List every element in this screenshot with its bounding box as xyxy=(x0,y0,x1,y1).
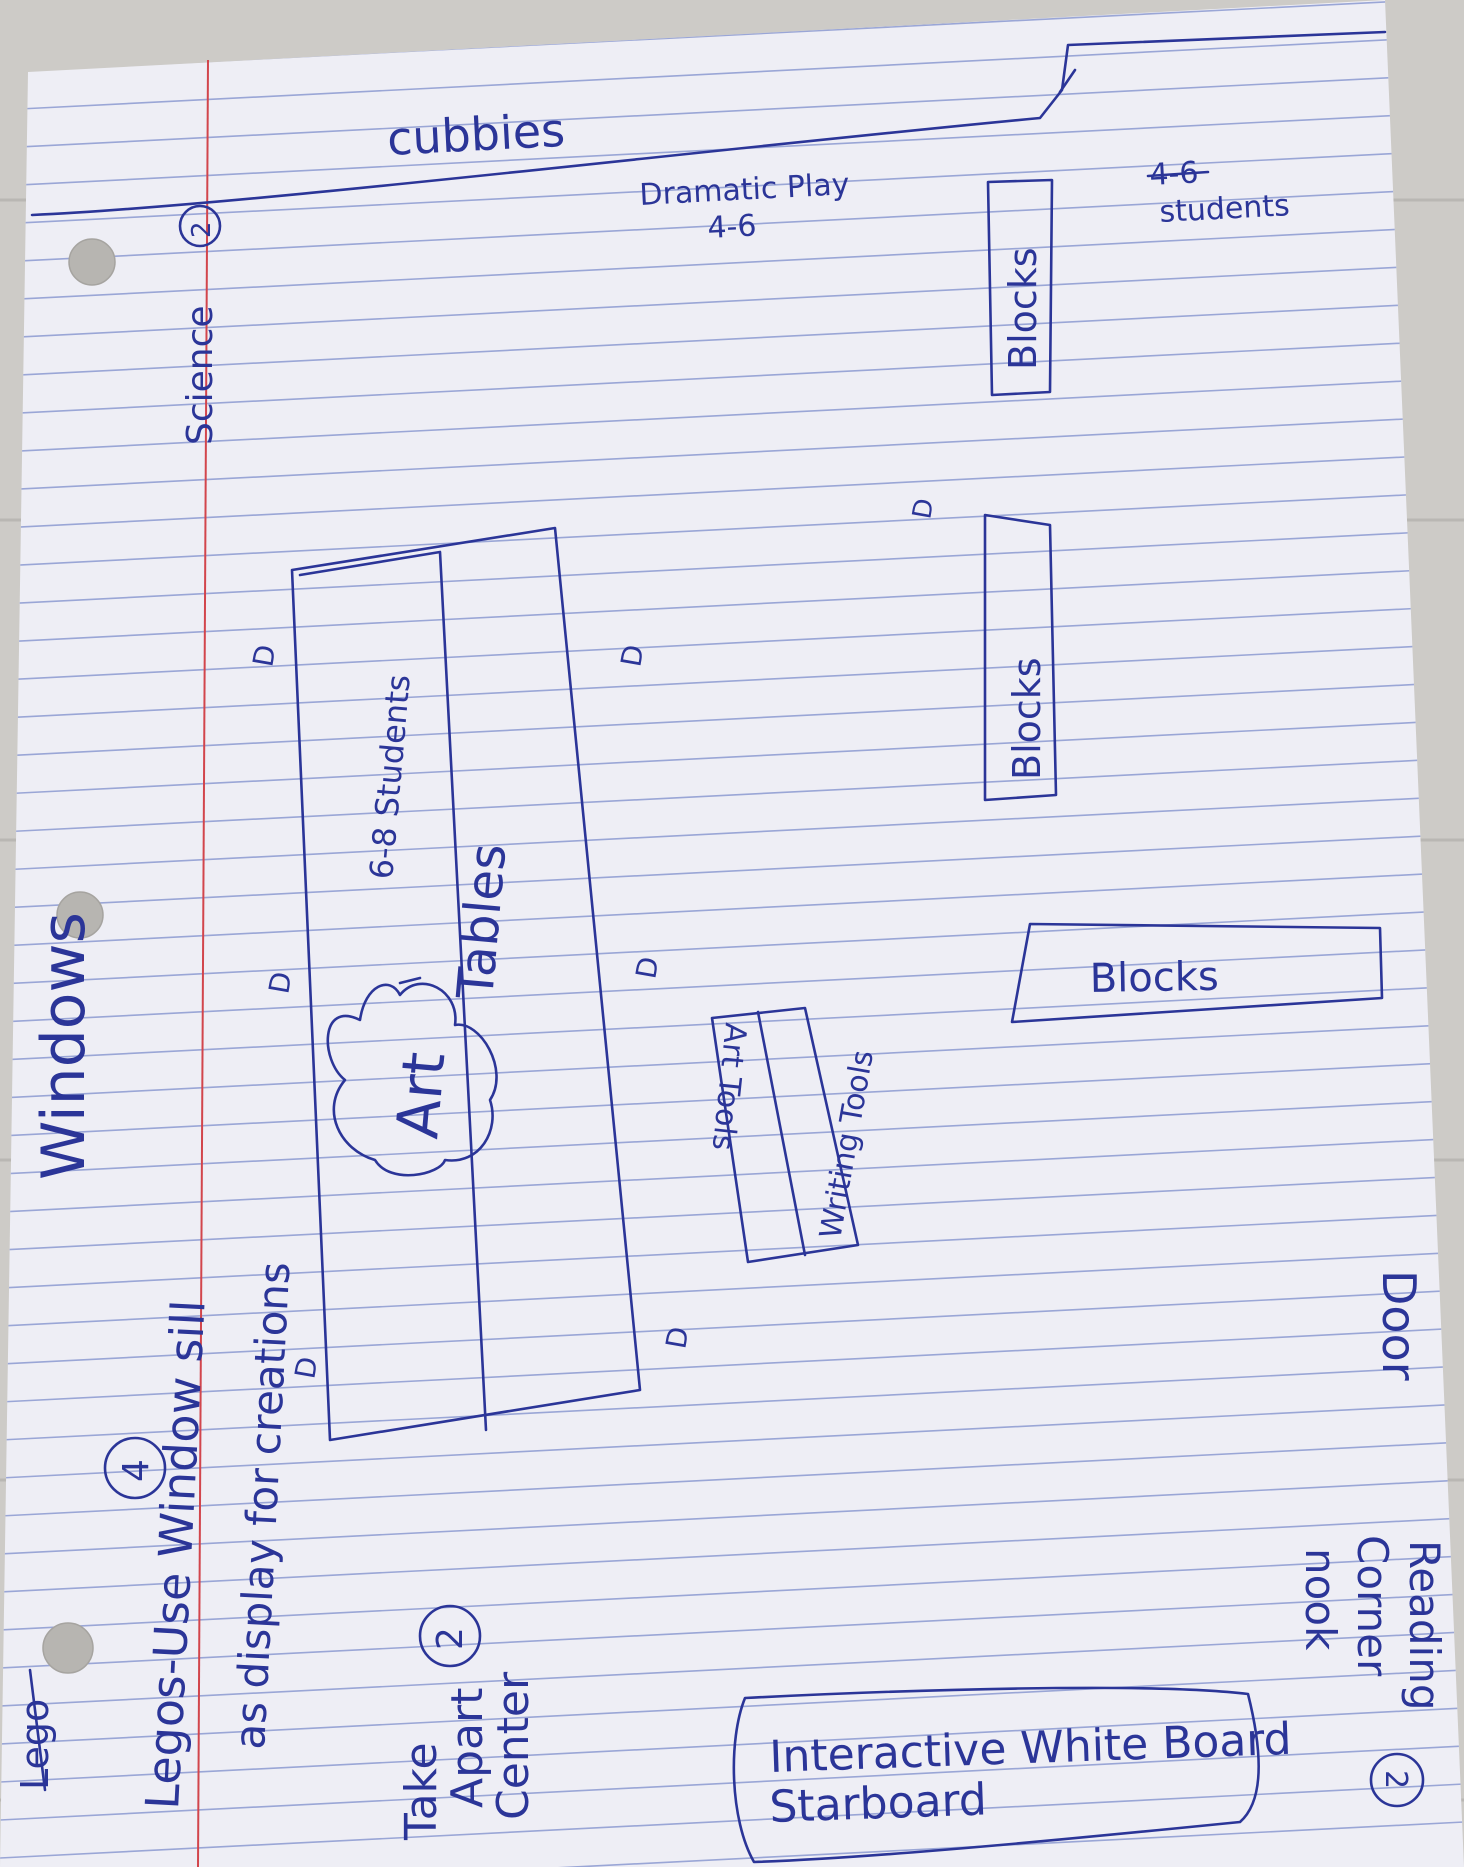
blocks-shelf-1 xyxy=(986,178,1054,397)
door-label: Door xyxy=(1372,1270,1426,1381)
ruled-line xyxy=(0,187,1464,263)
take-apart-line-1: Take xyxy=(396,1742,447,1841)
reading-badge-circle xyxy=(1369,1752,1425,1808)
take-apart-badge-circle xyxy=(418,1604,482,1668)
ruled-line xyxy=(0,909,1464,985)
ruled-line xyxy=(0,1023,1464,1099)
art-label: Art xyxy=(383,1049,458,1141)
ruled-line xyxy=(0,643,1464,719)
ruled-line xyxy=(0,149,1464,225)
science-label: Science xyxy=(180,305,221,445)
ruled-line xyxy=(0,415,1464,491)
ruled-line xyxy=(0,1593,1464,1669)
strike-through xyxy=(1146,170,1210,178)
art-tables-divider xyxy=(298,550,488,1432)
ruled-line xyxy=(0,757,1464,833)
whiteboard-line-2: Starboard xyxy=(769,1774,988,1833)
ruled-line xyxy=(0,263,1464,339)
ruled-line xyxy=(0,301,1464,377)
blocks-label-1: Blocks xyxy=(1001,247,1045,370)
ruled-line xyxy=(0,985,1464,1061)
ruled-line xyxy=(0,1099,1464,1175)
ruled-line xyxy=(0,1289,1464,1365)
take-apart-line-3: Center xyxy=(488,1671,539,1820)
windows-label: Windows xyxy=(29,912,99,1180)
students-label: students xyxy=(1159,188,1291,230)
strike-through xyxy=(28,1668,47,1792)
ruled-line xyxy=(0,947,1464,1023)
ruled-line xyxy=(0,833,1464,909)
ruled-line xyxy=(0,681,1464,757)
art-connector xyxy=(398,976,422,985)
reading-corner-line-1: Reading xyxy=(1400,1540,1449,1710)
ruled-line xyxy=(0,1479,1464,1555)
blocks-shelf-2 xyxy=(983,513,1058,802)
ruled-line xyxy=(0,491,1464,567)
ruled-line xyxy=(0,719,1464,795)
ruled-line xyxy=(0,1745,1464,1821)
ruled-line xyxy=(0,1327,1464,1403)
legos-badge: 4 xyxy=(116,1459,157,1482)
science-badge-circle xyxy=(178,204,222,248)
ruled-line xyxy=(0,1137,1464,1213)
whiteboard-outline xyxy=(732,1686,1260,1864)
ruled-line xyxy=(0,1669,1464,1745)
ruled-line xyxy=(0,1441,1464,1517)
cubbies-outline xyxy=(30,30,1387,217)
blocks-label-2: Blocks xyxy=(1005,657,1049,780)
binder-hole-icon xyxy=(42,1622,94,1674)
ruled-line xyxy=(0,605,1464,681)
margin-line xyxy=(197,59,209,1867)
cubbies-outline-corner xyxy=(1058,68,1077,94)
take-apart-line-2: Apart xyxy=(442,1688,493,1808)
dramatic-play-count: 4-6 xyxy=(707,208,758,246)
ruled-line xyxy=(0,1365,1464,1441)
ruled-line xyxy=(0,1631,1464,1707)
tools-shelf-divider xyxy=(756,1010,807,1257)
take-apart-badge: 2 xyxy=(430,1627,471,1650)
blocks-label-3: Blocks xyxy=(1089,954,1219,1002)
legos-badge-circle xyxy=(103,1436,167,1500)
cubbies-label: cubbies xyxy=(386,103,566,166)
ruled-line xyxy=(0,1783,1464,1859)
ruled-line xyxy=(0,529,1464,605)
reading-corner-line-3: nook xyxy=(1296,1548,1345,1651)
binder-hole-icon xyxy=(68,238,116,286)
ruled-line xyxy=(0,1821,1464,1867)
science-badge: 2 xyxy=(187,221,217,238)
ruled-line xyxy=(0,1213,1464,1289)
tables-label: Tables xyxy=(446,841,517,1002)
art-cloud-outline xyxy=(326,982,498,1177)
ruled-line xyxy=(0,1517,1464,1593)
ruled-line xyxy=(0,567,1464,643)
ruled-line xyxy=(0,377,1464,453)
ruled-line xyxy=(0,1403,1464,1479)
ruled-line xyxy=(0,1707,1464,1783)
ruled-line xyxy=(0,1251,1464,1327)
binder-hole-icon xyxy=(56,891,104,939)
ruled-line xyxy=(0,339,1464,415)
ruled-line xyxy=(0,35,1464,111)
ruled-line xyxy=(0,453,1464,529)
ruled-line xyxy=(0,871,1464,947)
ruled-line xyxy=(0,795,1464,871)
ruled-line xyxy=(0,73,1464,149)
art-tables-outline xyxy=(290,526,642,1442)
reading-badge: 2 xyxy=(1378,1770,1413,1789)
ruled-line xyxy=(0,1175,1464,1251)
blocks-shelf-3 xyxy=(1010,922,1384,1024)
reading-corner-line-2: Corner xyxy=(1348,1535,1397,1677)
ruled-line xyxy=(0,225,1464,301)
tools-shelf-outline xyxy=(710,1006,860,1264)
ruled-line xyxy=(0,1555,1464,1631)
ruled-line xyxy=(0,1061,1464,1137)
